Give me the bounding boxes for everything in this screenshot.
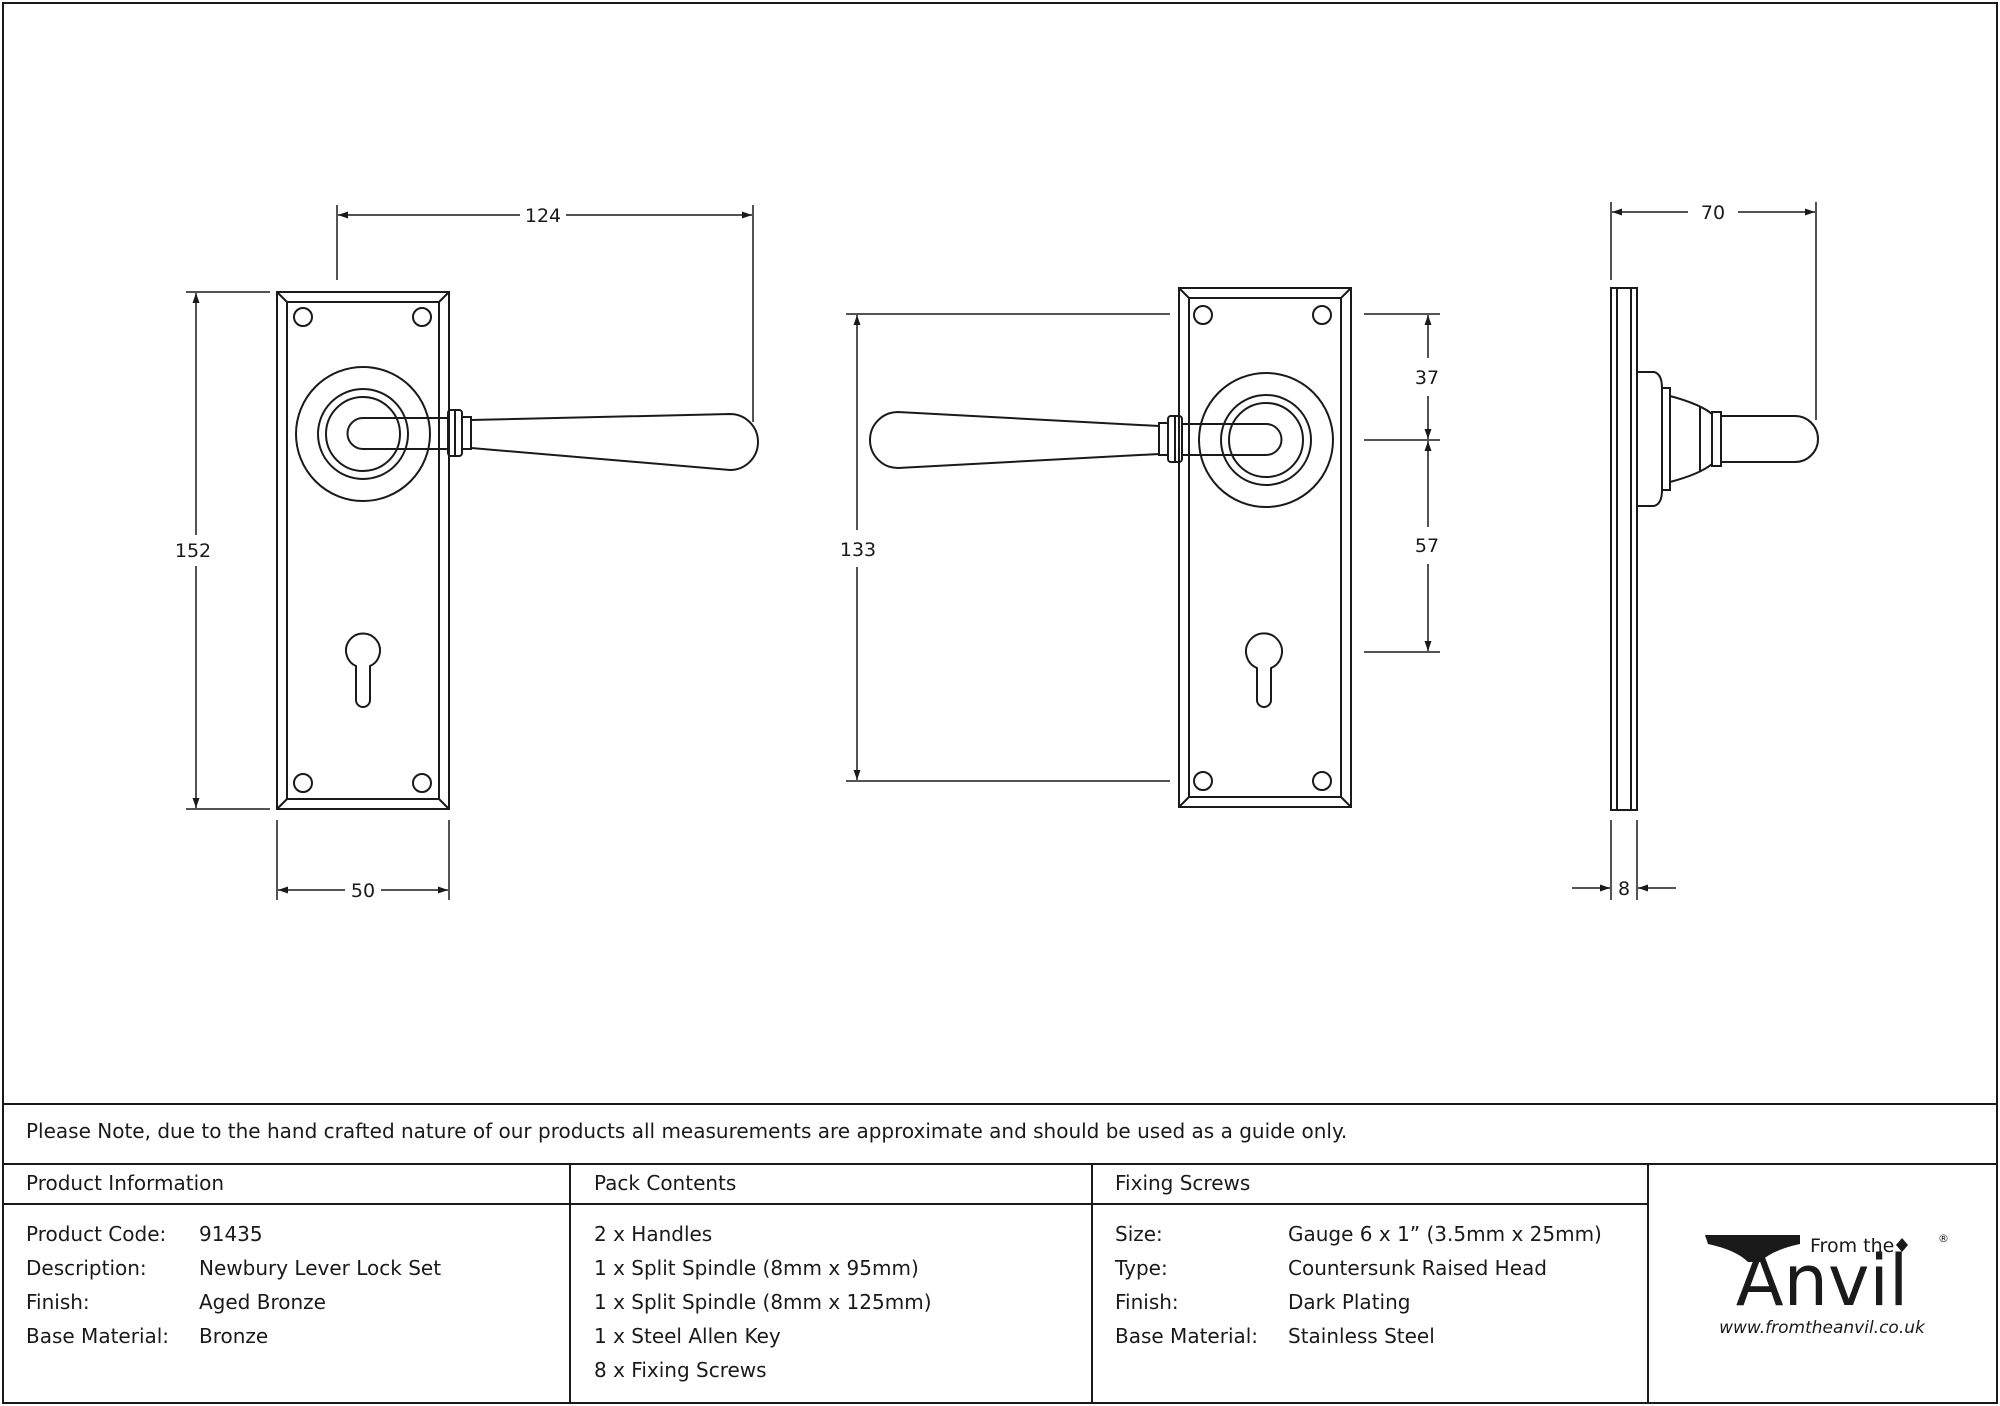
front-view <box>276 291 759 810</box>
finish-label: Finish: <box>26 1290 90 1314</box>
screw-type-value: Countersunk Raised Head <box>1288 1256 1547 1280</box>
front-dimension-lines <box>186 205 754 900</box>
screw-type-label: Type: <box>1115 1256 1168 1280</box>
lever-profile <box>1721 415 1819 463</box>
product-code-value: 91435 <box>199 1222 263 1246</box>
list-item: 2 x Handles <box>594 1222 713 1246</box>
product-info-values: 91435 Newbury Lever Lock Set Aged Bronze… <box>199 1217 441 1353</box>
back-dimension-lines <box>846 313 1440 782</box>
keyhole-icon <box>1245 632 1283 708</box>
list-item: 1 x Split Spindle (8mm x 95mm) <box>594 1256 919 1280</box>
anvil-logo: From the ® Anvil www.fromtheanvil.co.uk <box>1705 1232 1949 1338</box>
description-label: Description: <box>26 1256 147 1280</box>
diamond-icon <box>1896 1238 1908 1252</box>
collar-profile <box>1669 395 1713 483</box>
dim-front-width-total: 124 <box>525 205 561 227</box>
dim-front-height: 152 <box>175 540 211 562</box>
dim-back-keyhole-offset: 57 <box>1415 535 1439 557</box>
screw-base-material-label: Base Material: <box>1115 1324 1259 1348</box>
screw-finish-value: Dark Plating <box>1288 1290 1411 1314</box>
dim-front-plate-width: 50 <box>351 880 375 902</box>
fixing-screws-labels: Size: Type: Finish: Base Material: <box>1115 1217 1258 1353</box>
base-material-label: Base Material: <box>26 1324 170 1348</box>
list-item: 8 x Fixing Screws <box>594 1358 767 1382</box>
lever-handle <box>1182 423 1283 456</box>
measurement-note: Please Note, due to the hand crafted nat… <box>26 1119 1348 1143</box>
list-item: 1 x Steel Allen Key <box>594 1324 781 1348</box>
finish-value: Aged Bronze <box>199 1290 326 1314</box>
logo-url: www.fromtheanvil.co.uk <box>1719 1318 1926 1338</box>
screw-base-material-value: Stainless Steel <box>1288 1324 1435 1348</box>
lever-handle <box>346 417 448 450</box>
product-info-labels: Product Code: Description: Finish: Base … <box>26 1217 169 1353</box>
logo-anvil: Anvil <box>1736 1240 1909 1322</box>
screw-finish-label: Finish: <box>1115 1290 1179 1314</box>
screw-size-value: Gauge 6 x 1” (3.5mm x 25mm) <box>1288 1222 1602 1246</box>
anvil-icon <box>1705 1235 1800 1262</box>
screw-size-label: Size: <box>1115 1222 1163 1246</box>
product-information-header: Product Information <box>26 1171 225 1195</box>
back-view <box>869 287 1352 808</box>
dim-back-spindle-offset: 37 <box>1415 367 1439 389</box>
product-code-label: Product Code: <box>26 1222 167 1246</box>
base-material-value: Bronze <box>199 1324 269 1348</box>
dim-back-height: 133 <box>840 539 876 561</box>
pack-contents-header: Pack Contents <box>594 1171 737 1195</box>
dim-side-projection: 70 <box>1701 202 1725 224</box>
side-dimension-lines <box>1572 202 1817 900</box>
lever-arm <box>470 412 759 472</box>
list-item: 1 x Split Spindle (8mm x 125mm) <box>594 1290 932 1314</box>
keyhole-icon <box>345 632 381 708</box>
logo-registered: ® <box>1938 1232 1949 1245</box>
side-view <box>1610 287 1819 811</box>
rose-icon <box>1198 372 1334 508</box>
fixing-screws-values: Gauge 6 x 1” (3.5mm x 25mm) Countersunk … <box>1288 1217 1602 1353</box>
logo-from-the: From the <box>1810 1235 1894 1257</box>
lever-arm <box>869 410 1160 470</box>
pack-contents-list: 2 x Handles 1 x Split Spindle (8mm x 95m… <box>594 1217 932 1387</box>
description-value: Newbury Lever Lock Set <box>199 1256 442 1280</box>
rose-icon <box>295 366 431 502</box>
dim-side-plate-thickness: 8 <box>1618 878 1630 900</box>
screw-hole-icon <box>1193 305 1332 791</box>
rose-profile <box>1637 371 1663 507</box>
screw-hole-icon <box>293 307 432 793</box>
fixing-screws-header: Fixing Screws <box>1115 1171 1251 1195</box>
